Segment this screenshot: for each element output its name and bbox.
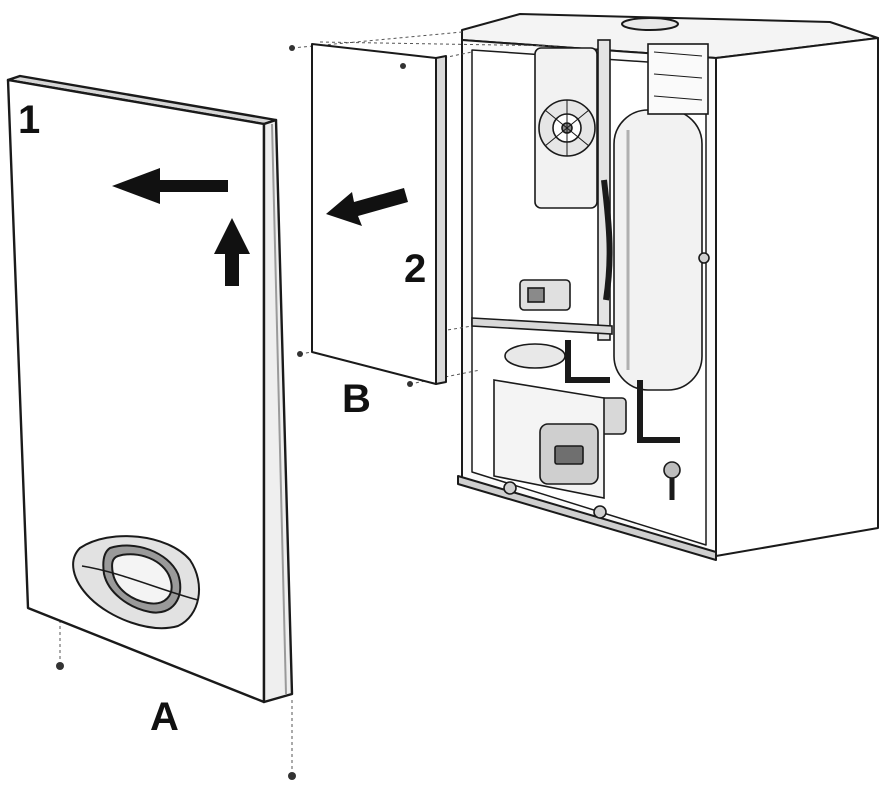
screw-icon — [56, 662, 64, 670]
window-band — [81, 565, 199, 601]
gas-valve-coil — [527, 287, 545, 303]
panel-b-label: B — [342, 377, 371, 421]
step-2-label: 2 — [404, 247, 426, 291]
screw-icon — [289, 45, 295, 51]
boiler-internals — [471, 39, 710, 519]
screw-icon — [407, 381, 413, 387]
screw-icon — [400, 63, 406, 69]
bracket-detail — [653, 51, 703, 101]
direction-arrows — [112, 168, 408, 286]
arrow-left-icon — [112, 168, 228, 204]
panel-a-side-shade — [271, 123, 287, 695]
control-screen — [554, 445, 584, 465]
flue-outlet — [621, 17, 679, 31]
vessel-valve — [698, 252, 710, 264]
panel-a-side-edge — [262, 118, 294, 704]
fitting-2 — [593, 505, 607, 519]
panel-a-label: A — [150, 695, 179, 739]
fitting-3 — [663, 461, 681, 479]
fan-blades — [544, 100, 590, 156]
panel-a-control-window — [72, 535, 201, 630]
pipe-lower — [565, 340, 610, 383]
panel-b — [311, 43, 447, 385]
pump-body — [504, 343, 566, 369]
window-glass — [111, 553, 173, 605]
internal-rail — [471, 317, 613, 335]
arrow-up-icon — [214, 218, 250, 286]
panel-a-screws — [56, 662, 296, 780]
boiler-side-panel — [715, 37, 879, 557]
screw-icon — [297, 351, 303, 357]
step-1-label: 1 — [18, 98, 40, 142]
panel-a — [6, 74, 294, 704]
fitting-1 — [503, 481, 517, 495]
arrow-left-down-icon — [326, 188, 408, 226]
panel-b-edge — [435, 55, 447, 385]
pipe-right — [637, 380, 680, 443]
pipe-left — [601, 179, 613, 301]
panel-b-screws — [289, 45, 413, 387]
screw-icon — [288, 772, 296, 780]
boiler-bottom-tray — [457, 475, 717, 561]
